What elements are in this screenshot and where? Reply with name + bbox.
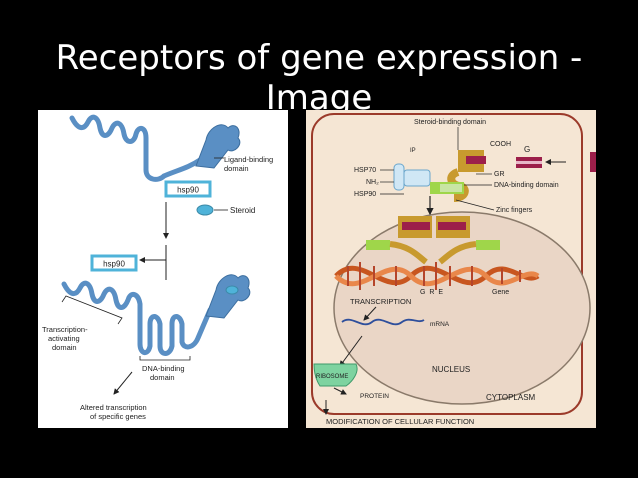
mrna-label: mRNA bbox=[430, 321, 450, 328]
dna-binding-label: DNA-binding bbox=[142, 364, 185, 373]
ribosome bbox=[313, 363, 358, 387]
steroid-molecule bbox=[196, 204, 214, 216]
hsp90-label-top: hsp90 bbox=[177, 186, 199, 195]
hsp70-label: HSP70 bbox=[354, 167, 376, 174]
ligand-binding-pocket-bottom bbox=[205, 274, 251, 319]
dna-helix bbox=[334, 262, 540, 290]
mrna-strand bbox=[341, 318, 425, 326]
ip-label: IP bbox=[410, 148, 416, 154]
nucleus-label: NUCLEUS bbox=[432, 365, 470, 374]
nucleus bbox=[333, 211, 591, 405]
transcription-label: TRANSCRIPTION bbox=[350, 297, 411, 306]
protein-label: PROTEIN bbox=[360, 393, 389, 400]
gr-label: GR bbox=[494, 171, 505, 178]
hsp90-label: HSP90 bbox=[354, 191, 376, 198]
receptor-activation-diagram: hsp90 Ligand-binding domain Steroid hsp9… bbox=[38, 110, 288, 428]
hsp90-label-released: hsp90 bbox=[103, 260, 125, 269]
ligand-binding-label-2: domain bbox=[224, 164, 249, 173]
altered-transcription-label-2: of specific genes bbox=[90, 412, 146, 421]
transcription-activating-label: Transcription- bbox=[42, 325, 88, 334]
nh2-label: NH₂ bbox=[366, 179, 379, 186]
receptor-chain-bottom bbox=[61, 280, 213, 356]
gene-label: Gene bbox=[492, 289, 509, 296]
ligand-binding-pocket-top bbox=[195, 124, 241, 169]
cytoplasm-label: CYTOPLASM bbox=[486, 393, 536, 402]
modification-label: MODIFICATION OF CELLULAR FUNCTION bbox=[326, 417, 474, 426]
hsp90-box-top bbox=[164, 180, 212, 198]
transcription-activating-label-3: domain bbox=[52, 343, 77, 352]
hsp90-protein bbox=[403, 169, 431, 187]
ribosome-label: RIBOSOME bbox=[316, 374, 348, 380]
hsp70-protein bbox=[393, 163, 405, 191]
receptor-chain-top bbox=[69, 114, 167, 182]
ligand-binding-label: Ligand-binding bbox=[224, 155, 273, 164]
hsp90-box-released bbox=[90, 254, 138, 272]
transcription-activating-label-2: activating bbox=[48, 334, 80, 343]
altered-transcription-label: Altered transcription bbox=[80, 403, 147, 412]
g-label: G bbox=[524, 145, 530, 154]
steroid-label: Steroid bbox=[230, 206, 255, 215]
cooh-label: COOH bbox=[490, 141, 511, 148]
steroid-binding-domain-label: Steroid-binding domain bbox=[414, 119, 486, 126]
zinc-fingers-label: Zinc fingers bbox=[496, 207, 533, 214]
gre-label: G R E bbox=[420, 289, 444, 296]
slide-title: Receptors of gene expression - Image bbox=[55, 38, 583, 118]
glucocorticoid-receptor-diagram: Steroid-binding domain G COOH IP HSP70 N… bbox=[306, 110, 598, 428]
dna-binding-domain-label: DNA-binding domain bbox=[494, 182, 559, 189]
dna-binding-label-2: domain bbox=[150, 373, 175, 382]
